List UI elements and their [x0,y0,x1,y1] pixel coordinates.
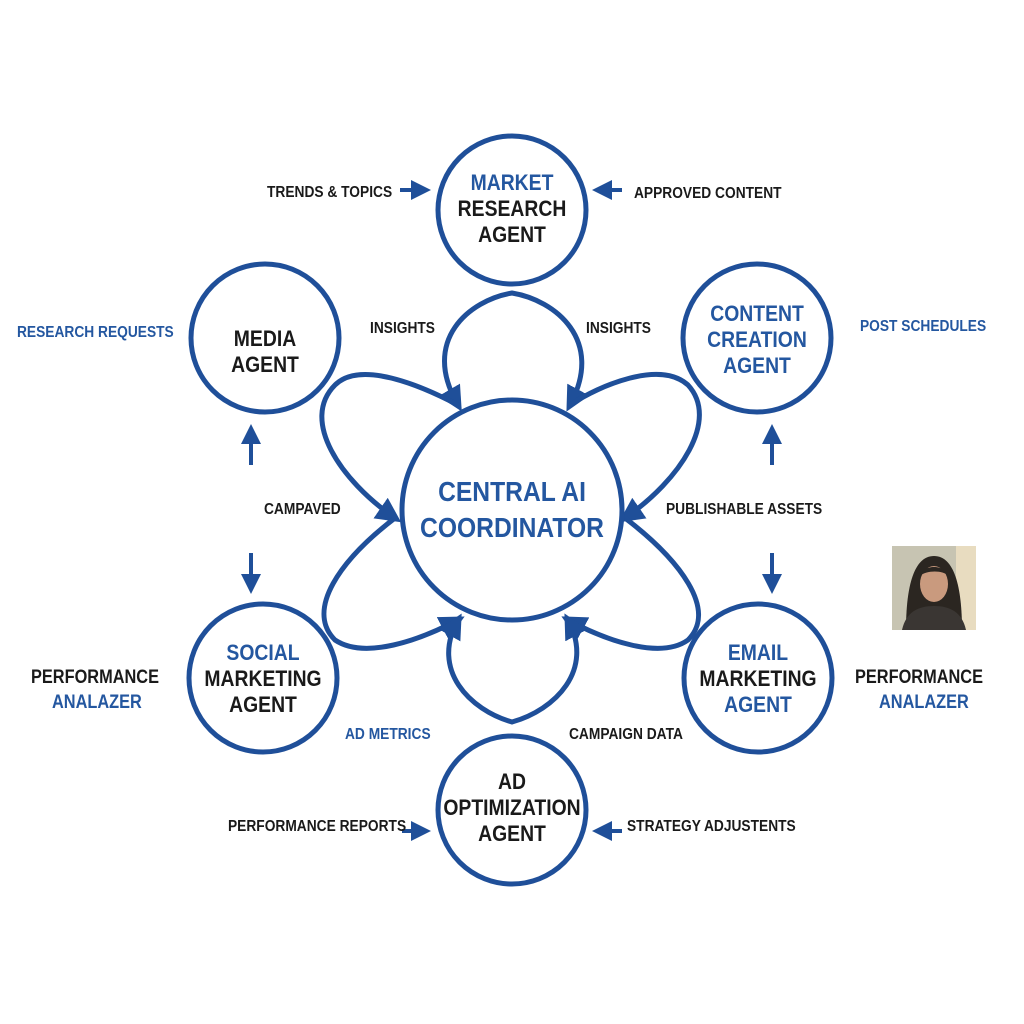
ad-optimization-agent-node: AD OPTIMIZATION AGENT [443,769,580,847]
social-marketing-agent-node: SOCIAL MARKETING AGENT [204,640,321,718]
label-insights-right: INSIGHTS [586,320,651,337]
email-marketing-circle [681,601,835,755]
label-analazer-left: ANALAZER [52,692,142,713]
label-approved-content: APPROVED CONTENT [634,185,782,202]
flow-arrows [241,180,782,841]
petal-upper-right [567,372,702,523]
label-trends-topics: TRENDS & TOPICS [267,184,393,201]
center-label-line2: COORDINATOR [420,512,604,543]
social-marketing-circle [186,601,340,755]
petal-curves [319,290,702,725]
label-post-schedules: POST SCHEDULES [860,318,987,335]
label-campaign-data: CAMPAIGN DATA [569,726,683,743]
label-campaved: CAMPAVED [264,501,341,518]
label-performance-reports: PERFORMANCE REPORTS [228,818,407,835]
central-ai-coordinator-node: CENTRAL AI COORDINATOR [420,474,604,546]
ad-optimization-line2: OPTIMIZATION [443,795,581,820]
content-creation-agent-node: CONTENT CREATION AGENT [707,301,807,379]
media-line1: MEDIA [233,326,297,351]
social-marketing-line1: SOCIAL [226,640,300,665]
social-marketing-line3: AGENT [229,692,297,717]
content-creation-line2: CREATION [707,327,807,352]
petal-bottom [438,613,588,725]
content-creation-line1: CONTENT [710,301,804,326]
label-ad-metrics: AD METRICS [345,726,431,743]
label-publishable-assets: PUBLISHABLE ASSETS [666,501,823,518]
label-analazer-right: ANALAZER [879,692,969,713]
center-circle [399,397,625,623]
content-creation-line3: AGENT [723,353,791,378]
ad-optimization-line3: AGENT [478,821,546,846]
petal-lower-right [561,515,701,651]
email-marketing-line3: AGENT [724,692,792,717]
label-performance-right: PERFORMANCE [855,667,984,688]
label-insights-left: INSIGHTS [370,320,435,337]
market-research-line2: RESEARCH [457,196,567,221]
media-line2: AGENT [231,352,299,377]
email-marketing-line1: EMAIL [727,640,789,665]
label-research-requests: RESEARCH REQUESTS [17,324,174,341]
market-research-agent-node: MARKET RESEARCH AGENT [458,170,567,248]
market-research-line3: AGENT [478,222,546,247]
person-portrait-icon [892,546,976,630]
node-circles [186,133,835,887]
email-marketing-line2: MARKETING [699,666,817,691]
label-strategy-adjustments: STRATEGY ADJUSTENTS [627,818,796,835]
media-agent-node: MEDIA AGENT [231,326,299,378]
petal-top [438,290,590,412]
ad-optimization-circle [435,733,589,887]
content-creation-circle [680,261,834,415]
label-performance-left: PERFORMANCE [31,667,160,688]
media-circle [188,261,342,415]
petal-upper-left [319,372,461,523]
ad-optimization-line1: AD [498,769,526,794]
social-marketing-line2: MARKETING [204,666,322,691]
email-marketing-agent-node: EMAIL MARKETING AGENT [699,640,816,718]
market-research-line1: MARKET [470,170,554,195]
petal-lower-left [321,515,465,651]
center-label-line1: CENTRAL AI [438,476,586,507]
market-research-circle [435,133,589,287]
